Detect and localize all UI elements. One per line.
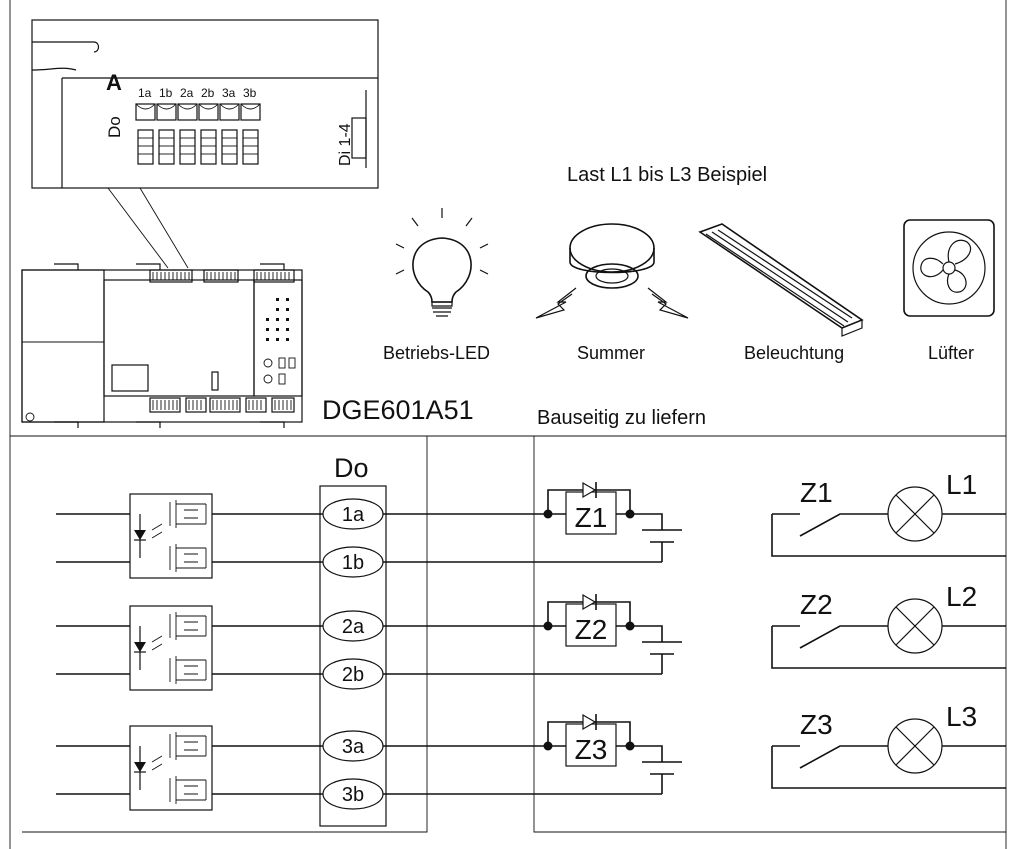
do-terminal-label-2a: 2a: [342, 616, 365, 638]
load-label-fan: Lüfter: [928, 343, 974, 363]
load-label-l2: L2: [946, 581, 977, 612]
load-examples-title: Last L1 bis L3 Beispiel: [567, 164, 767, 186]
callout-terminal-1a: 1a: [138, 86, 152, 100]
callout-terminal-3b: 3b: [243, 86, 257, 100]
do-terminal-label-3a: 3a: [342, 736, 365, 758]
callout-terminal-2a: 2a: [180, 86, 194, 100]
load-label-l3: L3: [946, 701, 977, 732]
callout-terminal-1b: 1b: [159, 86, 173, 100]
do-terminal-strip: [319, 485, 387, 827]
relay-z1: Z1: [383, 481, 682, 563]
terminal-callout: A Do Di 1-4 1a 1b 2a 2b 3a 3b: [31, 19, 379, 269]
relay-label-z2: Z2: [575, 614, 608, 645]
do-terminal-label-3b: 3b: [342, 784, 364, 806]
load-l3: Z3 L3: [771, 701, 1006, 789]
do-terminal-label-2b: 2b: [342, 664, 364, 686]
relay-label-z1: Z1: [575, 502, 608, 533]
do-terminal-label-1b: 1b: [342, 552, 364, 574]
load-label-l1: L1: [946, 469, 977, 500]
fan-icon: [903, 219, 995, 317]
callout-terminal-3a: 3a: [222, 86, 236, 100]
callout-terminal-2b: 2b: [201, 86, 215, 100]
callout-di-label: Di 1-4: [337, 123, 354, 166]
load-l1: Z1 L1: [771, 469, 1006, 557]
bulb-icon: [395, 208, 489, 317]
relay-z2: Z2: [383, 593, 682, 675]
load-label-led: Betriebs-LED: [383, 343, 490, 363]
load-label-buzzer: Summer: [577, 343, 645, 363]
relay-z3: Z3: [383, 713, 682, 795]
switch-label-z2: Z2: [800, 589, 833, 620]
device-model: DGE601A51: [322, 395, 474, 425]
do-header: Do: [334, 453, 369, 483]
switch-label-z3: Z3: [800, 709, 833, 740]
do-terminal-label-1a: 1a: [342, 504, 365, 526]
callout-label: A: [106, 70, 122, 95]
switch-label-z1: Z1: [800, 477, 833, 508]
tube-light-icon: [698, 223, 864, 337]
load-l2: Z2 L2: [771, 581, 1006, 669]
field-supplied-label: Bauseitig zu liefern: [537, 407, 706, 429]
callout-do-label: Do: [105, 116, 124, 138]
load-label-light: Beleuchtung: [744, 343, 844, 363]
buzzer-icon: [535, 223, 689, 319]
relay-label-z3: Z3: [575, 734, 608, 765]
controller-device: [21, 263, 303, 428]
